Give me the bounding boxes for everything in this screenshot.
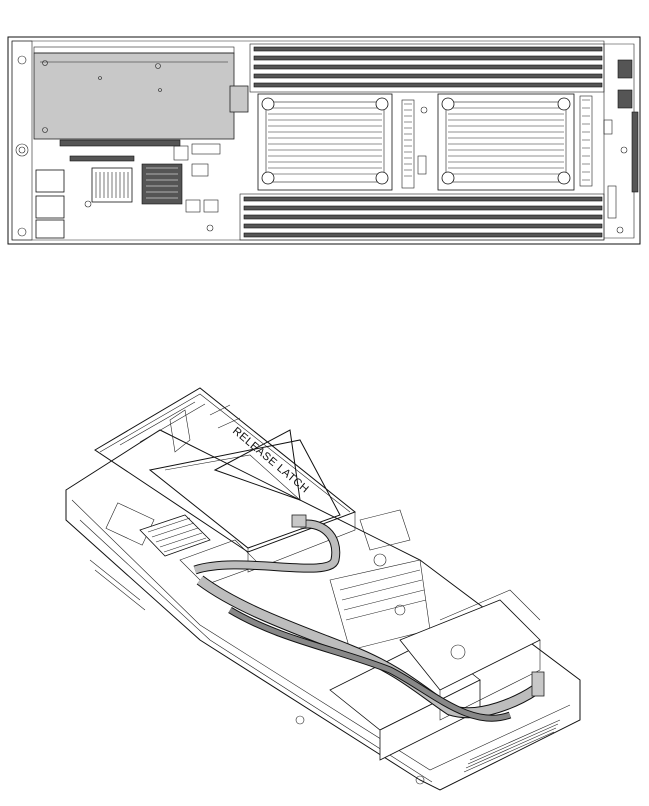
pcie-slot bbox=[60, 140, 180, 146]
iso-heatsink bbox=[140, 515, 210, 556]
riser-connector-highlight bbox=[230, 86, 248, 112]
top-view-board bbox=[8, 37, 640, 244]
cpu-heatsink-2 bbox=[438, 94, 574, 190]
riser-card-highlight bbox=[34, 53, 234, 139]
pcie-slot-2 bbox=[70, 156, 134, 161]
power-connector-2 bbox=[618, 90, 632, 108]
chipset-heatsink bbox=[92, 168, 132, 202]
network-port-2 bbox=[36, 196, 64, 218]
network-port-1 bbox=[36, 170, 64, 192]
cable-connector-2 bbox=[292, 515, 306, 527]
dimm-bank-bottom bbox=[240, 194, 604, 240]
power-connector-1 bbox=[618, 60, 632, 78]
cable-connector bbox=[532, 672, 544, 696]
cpu-heatsink-1 bbox=[258, 94, 392, 190]
riser-cage: RELEASE LATCH bbox=[95, 388, 355, 572]
left-rail bbox=[12, 41, 32, 240]
cpu-shroud bbox=[330, 590, 540, 760]
edge-connector bbox=[632, 112, 638, 192]
isometric-view: RELEASE LATCH bbox=[66, 388, 580, 790]
dimm-bank-top bbox=[250, 44, 604, 92]
controller-chip bbox=[142, 164, 182, 204]
network-port-3 bbox=[36, 220, 64, 238]
